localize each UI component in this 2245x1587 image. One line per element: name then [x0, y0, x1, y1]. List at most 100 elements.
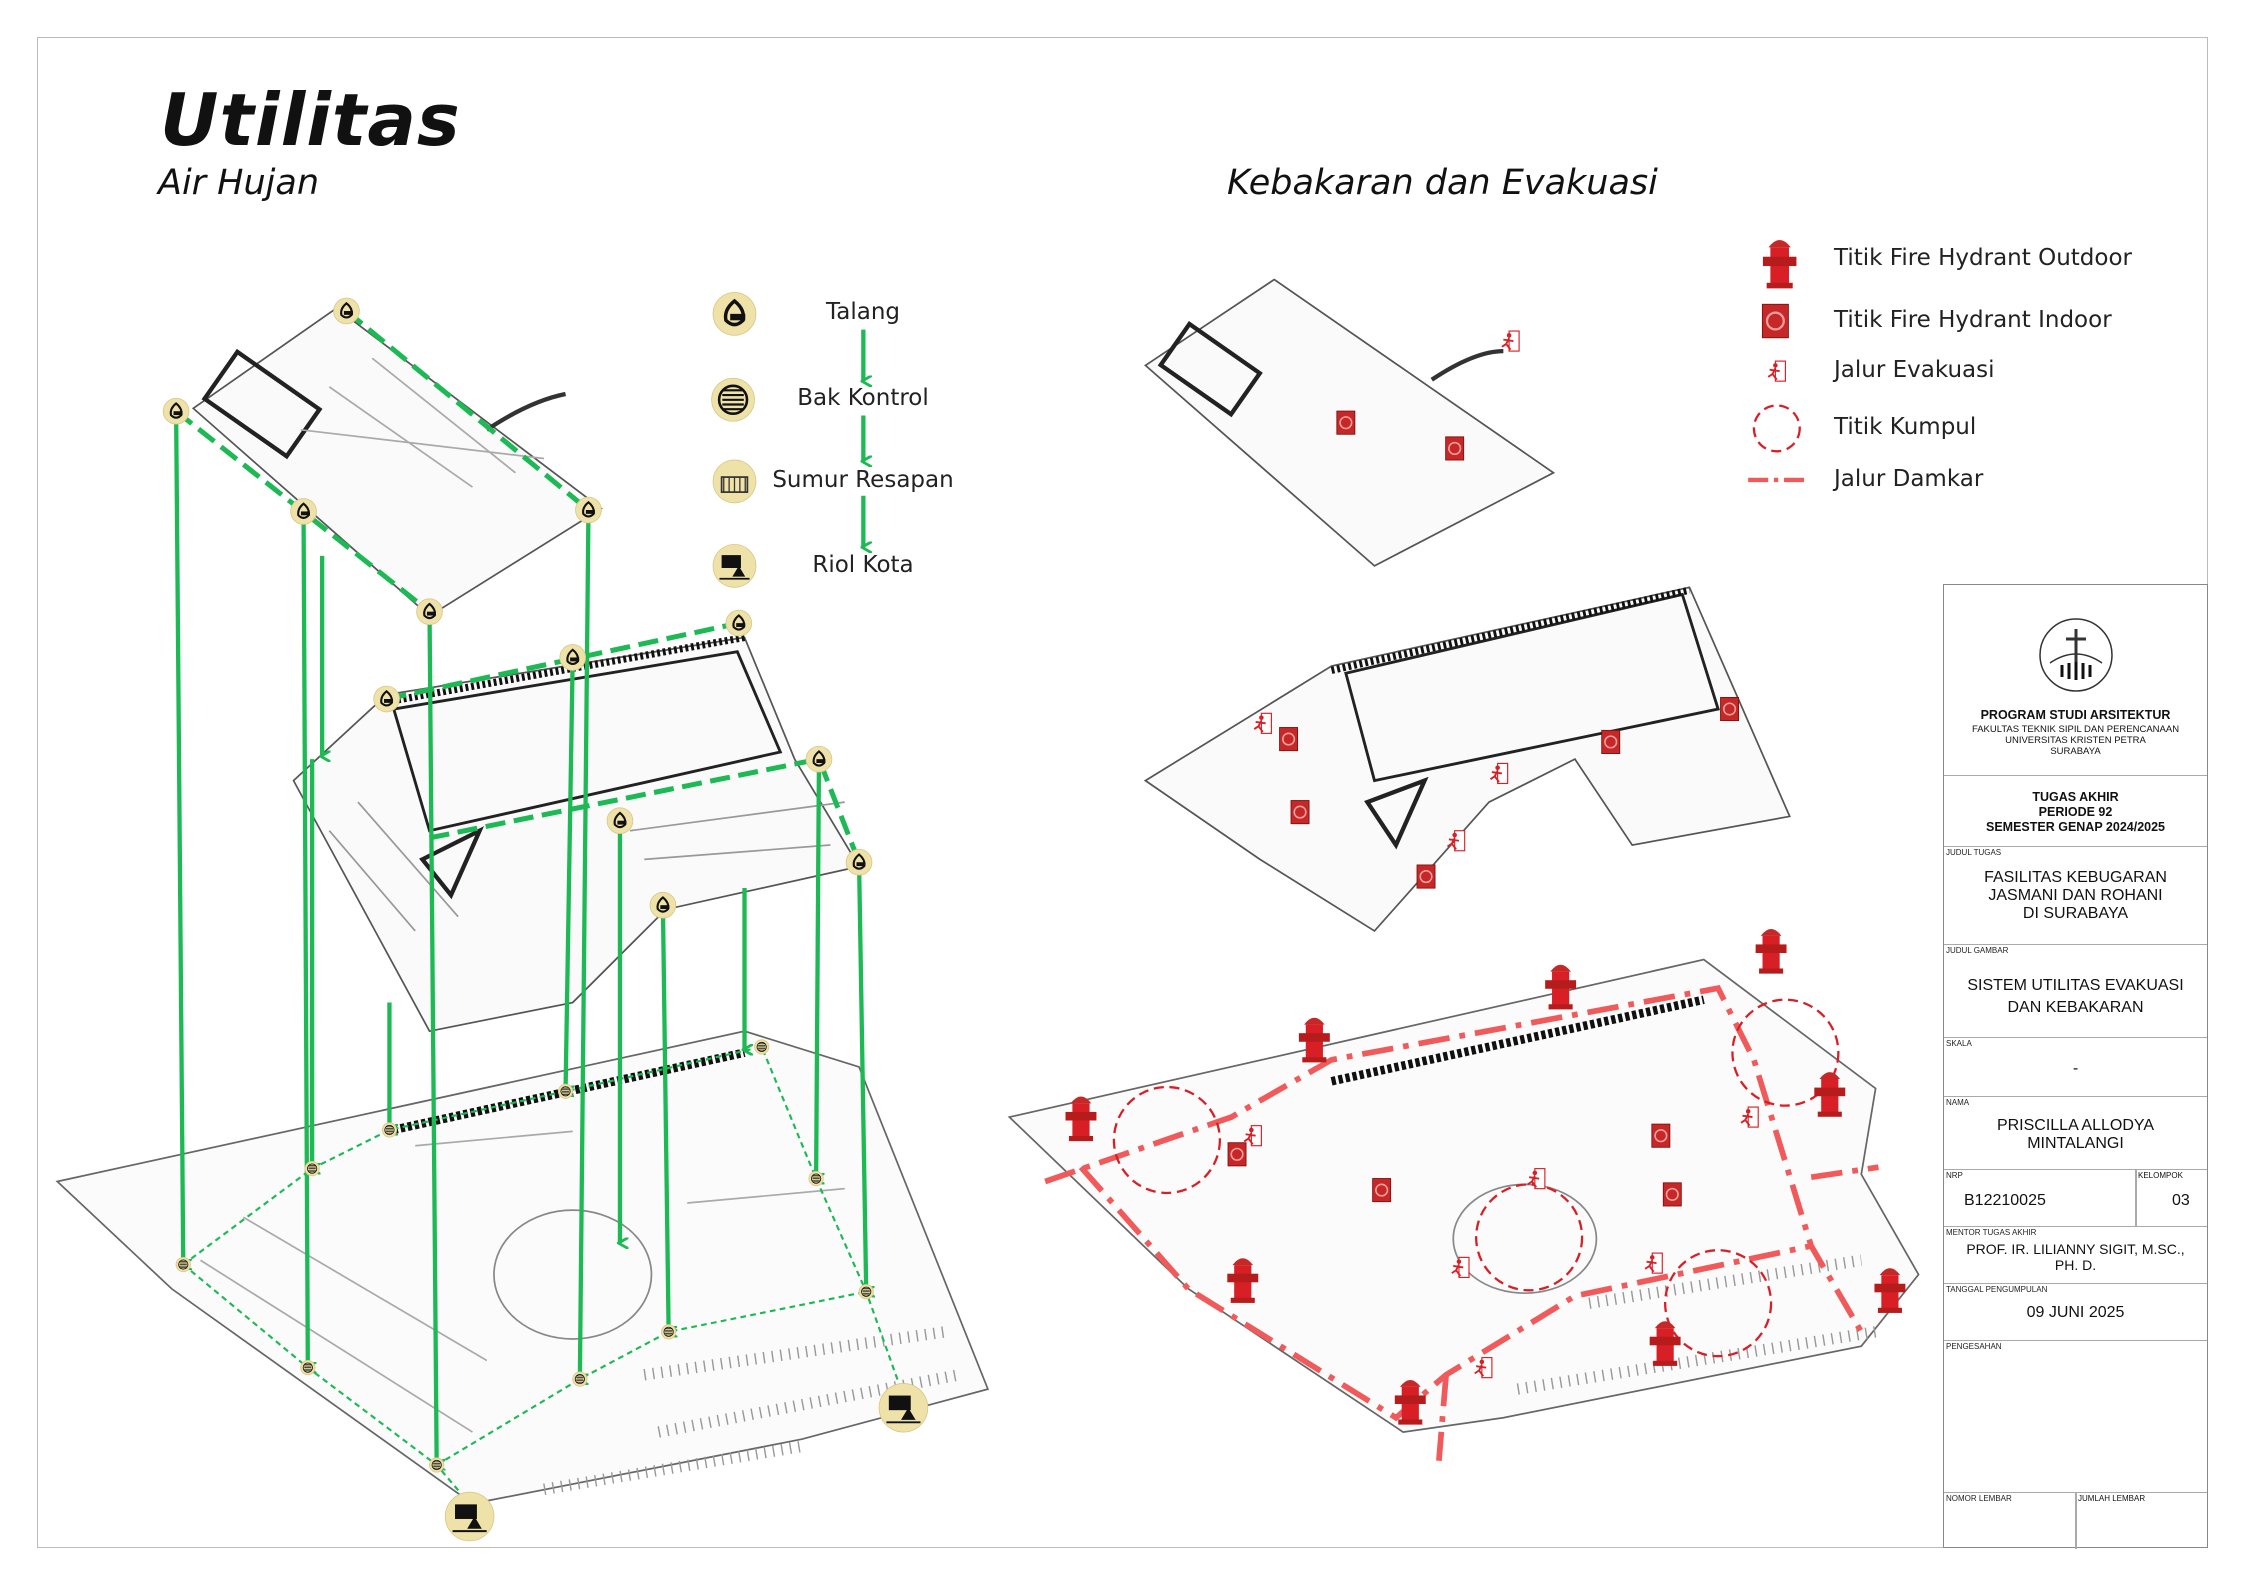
title-block-header: PROGRAM STUDI ARSITEKTUR FAKULTAS TEKNIK…	[1944, 585, 2207, 776]
outdoor-hydrant-icon	[1298, 1017, 1330, 1063]
indoor-hydrant-icon	[1720, 696, 1740, 722]
tugas-akhir-section: TUGAS AKHIR PERIODE 92 SEMESTER GENAP 20…	[1944, 776, 2207, 847]
control-tank-icon	[381, 1122, 398, 1138]
control-tank-icon	[711, 377, 755, 422]
rainwater-downpipe	[660, 905, 669, 1332]
rainwater-pipes	[173, 411, 866, 1465]
indoor-hydrant-icon	[1651, 1123, 1671, 1148]
control-tank-icon	[304, 1161, 320, 1177]
program-name: PROGRAM STUDI ARSITEKTUR	[1980, 708, 2171, 722]
legend-label-fire-truck-route: Jalur Damkar	[1834, 466, 1984, 492]
outdoor-hydrant-icon	[1874, 1268, 1906, 1313]
gutter-icon	[725, 609, 753, 637]
legend-label-outdoor-hydrant: Titik Fire Hydrant Outdoor	[1834, 245, 2132, 271]
evacuation-exit-icon	[1740, 1106, 1759, 1128]
city-sewer-icon	[712, 543, 757, 588]
indoor-hydrant-icon	[1227, 1142, 1247, 1167]
indoor-hydrant-icon	[1279, 727, 1299, 752]
fire-legend-icons	[1748, 239, 1810, 483]
gutter-icon	[649, 891, 677, 919]
assembly-point-icon	[1112, 1085, 1222, 1195]
faculty-line-1: FAKULTAS TEKNIK SIPIL DAN PERENCANAAN	[1971, 724, 2180, 735]
evacuation-exit-icon	[1446, 830, 1466, 852]
judul-gambar-label: JUDUL GAMBAR	[1946, 946, 2009, 955]
tanggal-section: TANGGAL PENGUMPULAN 09 JUNI 2025	[1944, 1284, 2207, 1341]
mentor-value: PROF. IR. LILIANNY SIGIT, M.SC., PH. D.	[1966, 1241, 2185, 1273]
rainwater-downpipe	[427, 611, 437, 1465]
skala-value: -	[2072, 1060, 2079, 1077]
gutter-icon	[373, 685, 400, 713]
indoor-hydrant-icon	[1601, 729, 1621, 754]
indoor-hydrant-icon	[1290, 800, 1310, 825]
legend-label-riol-kota: Riol Kota	[812, 552, 914, 578]
tugas-line-1: TUGAS AKHIR	[2032, 790, 2119, 804]
gutter-icon	[162, 397, 190, 425]
judul-tugas-label: JUDUL TUGAS	[1946, 848, 2002, 857]
mentor-label: MENTOR TUGAS AKHIR	[1946, 1228, 2037, 1237]
infiltration-well-icon	[712, 459, 757, 504]
skala-label: SKALA	[1946, 1039, 1972, 1048]
gutter-icon	[606, 807, 634, 835]
rainwater-downpipe	[566, 657, 575, 1091]
evacuation-exit-icon	[1501, 330, 1520, 352]
nrp-value: B12210025	[1964, 1192, 2046, 1209]
tugas-line-3: SEMESTER GENAP 2024/2025	[1985, 820, 2166, 834]
mentor-section: MENTOR TUGAS AKHIR PROF. IR. LILIANNY SI…	[1944, 1227, 2207, 1284]
nama-section: NAMA PRISCILLA ALLODYA MINTALANGI	[1944, 1097, 2207, 1170]
legend-label-assembly-point: Titik Kumpul	[1834, 414, 1977, 440]
page-title: Utilitas	[160, 78, 461, 162]
control-tank-icon	[754, 1039, 770, 1055]
nrp-label: NRP	[1946, 1171, 1963, 1180]
outdoor-hydrant-icon	[1065, 1096, 1097, 1142]
assembly-point-icon	[1752, 404, 1801, 453]
control-tank-icon	[858, 1284, 874, 1300]
lembar-section: NOMOR LEMBAR JUMLAH LEMBAR	[1944, 1493, 2207, 1549]
judul-tugas-value: FASILITAS KEBUGARAN JASMANI DAN ROHANI D…	[1984, 869, 2167, 922]
nrp-section: NRP B12210025 KELOMPOK 03	[1944, 1170, 2207, 1227]
rainwater-downpipe	[856, 862, 866, 1292]
control-tank-icon	[557, 1083, 574, 1099]
indoor-hydrant-icon	[1761, 303, 1789, 339]
assembly-point-icon	[1731, 998, 1840, 1107]
outdoor-hydrant-icon	[1649, 1321, 1681, 1366]
outdoor-hydrant-icon	[1227, 1258, 1259, 1303]
jumlah-lembar-label: JUMLAH LEMBAR	[2078, 1494, 2146, 1503]
legend-label-sumur-resapan: Sumur Resapan	[772, 467, 954, 493]
legend-label-talang: Talang	[826, 299, 900, 325]
control-tank-icon	[175, 1256, 191, 1273]
nrp-divider	[2135, 1170, 2137, 1227]
gutter-icon	[416, 598, 443, 625]
pengesahan-label: PENGESAHAN	[1946, 1342, 2002, 1351]
rain-plan-site	[55, 1030, 990, 1505]
indoor-hydrant-icon	[1445, 436, 1465, 461]
evacuation-exit-icon	[1474, 1357, 1493, 1379]
kelompok-label: KELOMPOK	[2138, 1171, 2183, 1180]
rainwater-downpipe	[301, 511, 308, 1367]
rainwater-pipe-path	[182, 1045, 905, 1505]
control-tank-icon	[572, 1371, 588, 1387]
university-logo	[2039, 618, 2113, 692]
legend-label-indoor-hydrant: Titik Fire Hydrant Indoor	[1834, 307, 2112, 333]
fire-markers	[1065, 330, 1906, 1425]
rain-legend-icons	[711, 291, 757, 588]
evacuation-exit-icon	[1644, 1252, 1663, 1274]
tugas-line-2: PERIODE 92	[2038, 805, 2113, 819]
rain-section-title: Air Hujan	[158, 163, 320, 203]
faculty-line-3: SURABAYA	[2050, 746, 2101, 757]
pengesahan-section: PENGESAHAN	[1944, 1341, 2207, 1493]
judul-gambar-value: SISTEM UTILITAS EVAKUASI DAN KEBAKARAN	[1967, 977, 2184, 1016]
fire-plan-middle	[1143, 586, 1791, 933]
evacuation-exit-icon	[1767, 360, 1786, 382]
gutter-icon	[333, 297, 360, 325]
city-sewer-icon	[444, 1491, 495, 1542]
skala-section: SKALA -	[1944, 1038, 2207, 1097]
gutter-icon	[290, 498, 317, 525]
indoor-hydrant-icon	[1336, 410, 1356, 435]
nomor-lembar-label: NOMOR LEMBAR	[1946, 1494, 2012, 1503]
evacuation-exit-icon	[1451, 1256, 1470, 1279]
outdoor-hydrant-icon	[1762, 239, 1797, 289]
legend-label-bak-kontrol: Bak Kontrol	[797, 385, 929, 411]
rainwater-downpipe	[173, 411, 183, 1264]
